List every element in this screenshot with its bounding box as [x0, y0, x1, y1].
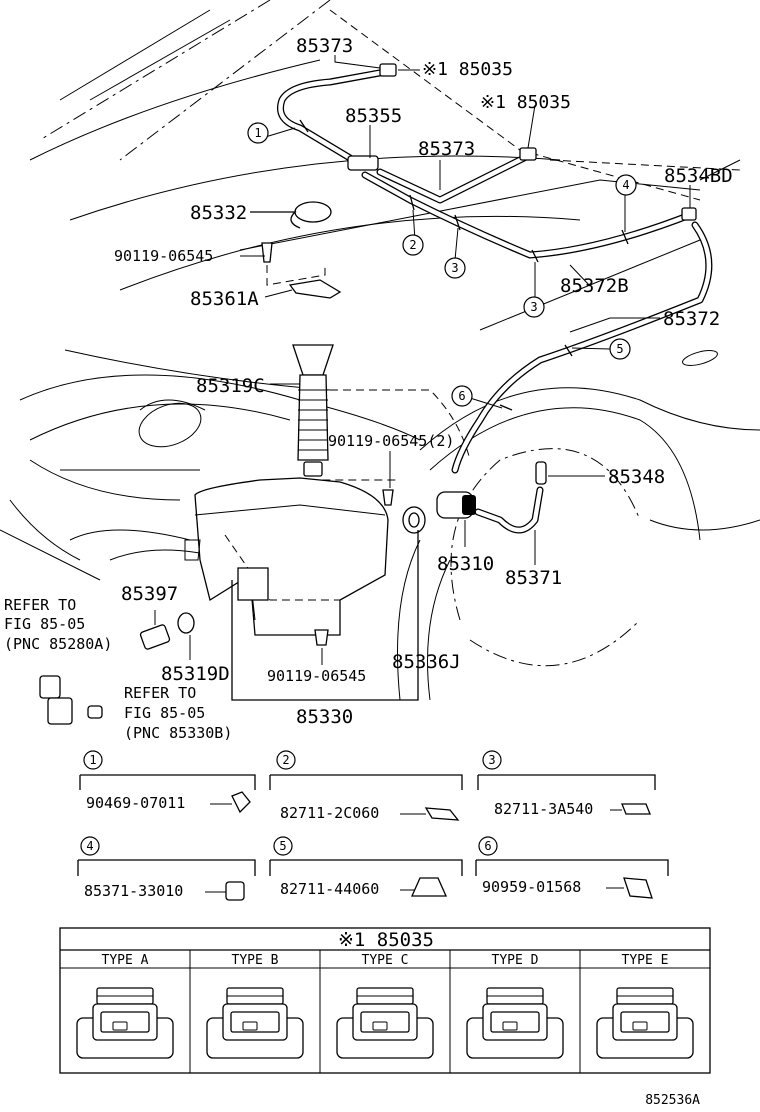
type-e-header: TYPE E [622, 953, 669, 968]
svg-text:6: 6 [458, 389, 465, 403]
svg-text:1: 1 [254, 126, 261, 140]
refer-note-2-line-1: REFER TO [124, 684, 196, 702]
refer-note-1-line-2: FIG 85-05 [4, 615, 85, 633]
nozzle-type-d [466, 987, 564, 1059]
svg-text:4: 4 [622, 178, 629, 192]
part-label-90119-b: 90119-06545(2) [328, 432, 454, 450]
svg-text:1: 1 [89, 753, 96, 767]
svg-text:5: 5 [616, 342, 623, 356]
svg-text:6: 6 [484, 839, 491, 853]
figure-id: 852536A [645, 1093, 700, 1108]
part-label-85355: 85355 [345, 105, 402, 127]
part-label-85361A: 85361A [190, 288, 259, 310]
type-table: ※1 85035 TYPE A TYPE B TYPE C TYPE D TYP… [59, 927, 711, 1074]
nozzle-type-c [336, 987, 434, 1059]
clip-detail-1: 1 90469-07011 [79, 750, 256, 814]
part-label-85332: 85332 [190, 202, 247, 224]
part-label-85336J: 85336J [392, 651, 461, 673]
part-label-85372: 85372 [663, 308, 720, 330]
clip-details: 1 90469-07011 2 82711-2C060 3 82711-3A54… [77, 750, 669, 901]
nozzle-type-b [206, 987, 304, 1059]
svg-text:3: 3 [451, 261, 458, 275]
svg-text:90469-07011: 90469-07011 [86, 794, 185, 812]
nozzle-type-a [76, 987, 174, 1059]
svg-text:4: 4 [86, 839, 93, 853]
part-label-85348: 85348 [608, 466, 665, 488]
part-label-90119-c: 90119-06545 [267, 667, 366, 685]
refer-note-1-line-1: REFER TO [4, 596, 76, 614]
part-label-85310: 85310 [437, 553, 494, 575]
clip-detail-6: 6 90959-01568 [475, 836, 669, 899]
part-label-85373-top: 85373 [296, 35, 353, 57]
callout-circles: 1 2 3 3 4 5 6 [247, 122, 637, 407]
callout-5: 5 [609, 338, 631, 360]
callout-3a: 3 [444, 257, 466, 279]
callout-6: 6 [451, 385, 473, 407]
svg-text:85371-33010: 85371-33010 [84, 882, 183, 900]
svg-text:3: 3 [530, 300, 537, 314]
clip-detail-4: 4 85371-33010 [77, 836, 256, 901]
clip-detail-2: 2 82711-2C060 [269, 750, 463, 822]
part-label-85330: 85330 [296, 706, 353, 728]
refer-note-2-line-3: (PNC 85330B) [124, 724, 232, 742]
callout-1: 1 [247, 122, 269, 144]
nozzle-type-e [596, 987, 694, 1059]
svg-text:82711-2C060: 82711-2C060 [280, 804, 379, 822]
washer-reservoir [39, 201, 476, 725]
part-label-85035-a: ※1 85035 [422, 59, 513, 80]
callout-2: 2 [402, 234, 424, 256]
svg-text:82711-3A540: 82711-3A540 [494, 800, 593, 818]
type-a-header: TYPE A [102, 953, 149, 968]
svg-text:82711-44060: 82711-44060 [280, 880, 379, 898]
refer-note-2-line-2: FIG 85-05 [124, 704, 205, 722]
svg-text:5: 5 [279, 839, 286, 853]
part-label-85319D: 85319D [161, 663, 230, 685]
part-label-85373-mid: 85373 [418, 138, 475, 160]
part-label-85372B: 85372B [560, 275, 629, 297]
refer-note-1-line-3: (PNC 85280A) [4, 635, 112, 653]
clip-detail-5: 5 82711-44060 [269, 836, 463, 898]
svg-text:90959-01568: 90959-01568 [482, 878, 581, 896]
clip-detail-3: 3 82711-3A540 [477, 750, 656, 818]
type-c-header: TYPE C [362, 953, 409, 968]
part-label-85035-b: ※1 85035 [480, 92, 571, 113]
type-d-header: TYPE D [492, 953, 539, 968]
callout-4: 4 [615, 174, 637, 196]
washer-hose-lines [277, 63, 713, 534]
part-label-90119-a: 90119-06545 [114, 247, 213, 265]
type-table-title: ※1 85035 [338, 929, 434, 951]
part-label-85397: 85397 [121, 583, 178, 605]
svg-text:2: 2 [282, 753, 289, 767]
part-label-85319C: 85319C [196, 375, 265, 397]
part-label-8534BD: 8534BD [664, 165, 733, 187]
part-labels: 85373 ※1 85035 ※1 85035 85355 85373 8534… [4, 35, 733, 742]
callout-3b: 3 [523, 296, 545, 318]
type-b-header: TYPE B [232, 953, 279, 968]
svg-text:3: 3 [488, 753, 495, 767]
svg-text:2: 2 [409, 238, 416, 252]
part-label-85371: 85371 [505, 567, 562, 589]
